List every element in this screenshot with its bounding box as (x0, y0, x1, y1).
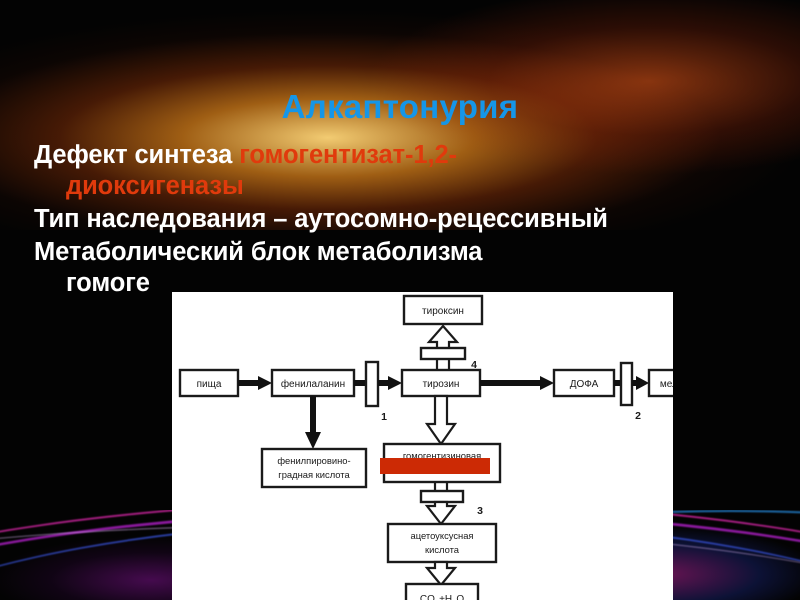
node-melanin: меланин (647, 368, 673, 398)
bullet-inheritance: Тип наследования – аутосомно-рецессивный (34, 205, 608, 234)
page-title: Алкаптонурия (281, 88, 519, 125)
co2h2o-main: CO (420, 594, 435, 600)
stem-tyr-up (435, 359, 451, 370)
enzyme-block-1-label: 1 (381, 411, 387, 423)
co2h2o-plus: +H (439, 594, 452, 600)
bullet-metabolic-block-text: Метаболический блок метаболизма (34, 238, 483, 267)
enzyme-block-1: 1 (354, 360, 402, 423)
bullet-metabolic-block-continuation: гомоге (66, 269, 150, 298)
node-phe-label: фенилаланин (281, 378, 345, 390)
node-tyr-label: тирозин (423, 379, 460, 390)
node-ppa-label-line2: градная кислота (278, 469, 350, 480)
node-aaa: ацетоуксусная кислота (386, 522, 498, 564)
co2h2o-end: O (456, 594, 464, 600)
node-phe: фенилаланин (270, 368, 356, 398)
enzyme-block-4-label: 4 (471, 359, 477, 371)
node-melanin-label: меланин (660, 379, 673, 390)
bullet-defect-highlight: гомогентизат-1,2- (239, 141, 457, 169)
node-ppa: фенилпировино- градная кислота (260, 447, 368, 489)
node-tyr: тирозин (400, 368, 482, 398)
node-co2h2o: CO2+H2O (404, 582, 480, 600)
node-food-label: пища (197, 379, 222, 390)
arrow-tyr-to-dopa (480, 376, 554, 390)
enzyme-block-3-label: 3 (477, 505, 483, 517)
node-food: пища (178, 368, 240, 398)
pathway-svg: .bx { fill:#ffffff; stroke:#1a1a1a; stro… (172, 292, 673, 600)
node-ppa-label-line1: фенилпировино- (277, 455, 350, 466)
node-aaa-label-line2: кислота (425, 544, 460, 555)
enzyme-block-2-label: 2 (635, 410, 641, 422)
node-thyroxine: тироксин (402, 294, 484, 326)
arrow-phe-to-ppa (305, 396, 321, 449)
arrow-food-to-phe (238, 376, 272, 390)
bullet-defect-prefix: Дефект синтеза (34, 141, 240, 169)
bullet-defect: Дефект синтеза гомогентизат-1,2- диоксиг… (34, 140, 774, 202)
node-dopa: ДОФА (552, 368, 616, 398)
bullet-list: Дефект синтеза гомогентизат-1,2- диоксиг… (34, 140, 774, 302)
node-thyroxine-label: тироксин (422, 306, 464, 317)
node-dopa-label: ДОФА (570, 379, 599, 390)
bullet-defect-continuation: диоксигеназы (66, 172, 244, 201)
node-co2h2o-label: CO2+H2O (420, 594, 464, 600)
node-aaa-label-line1: ацетоуксусная (411, 530, 474, 541)
enzyme-block-2: 2 (614, 361, 649, 422)
bullet-metabolic-block: Метаболический блок метаболизма гомоге (34, 237, 774, 299)
red-annotation-bar (380, 458, 490, 474)
metabolic-pathway-diagram: .bx { fill:#ffffff; stroke:#1a1a1a; stro… (172, 292, 673, 600)
node-hga-label-line1: гомогентизиновая (403, 450, 481, 461)
arrow-tyr-to-hga (424, 394, 458, 446)
enzyme-block-4: 4 (419, 346, 477, 371)
